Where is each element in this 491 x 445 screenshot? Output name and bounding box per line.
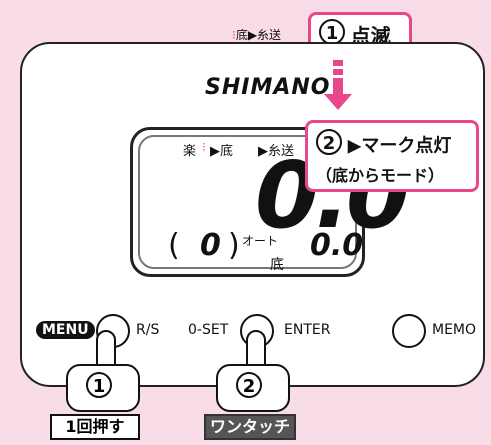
- down-arrow-icon: [324, 60, 352, 110]
- lcd-paren-open: (: [168, 228, 180, 263]
- enter-label: ENTER: [284, 322, 331, 338]
- lcd-bottom-label: 底: [270, 257, 284, 273]
- step-number-badge: 2: [316, 129, 342, 155]
- callout-mark-on-line1: ▶マーク点灯: [347, 135, 452, 157]
- brand-logo: SHIMANO: [205, 75, 331, 100]
- blink-mark-icon: ⁝: [202, 140, 206, 154]
- callout-mark-on-line2: （底からモード）: [316, 165, 445, 185]
- lcd-sub-value: 0.0: [310, 228, 364, 263]
- lcd-auto-label: オート: [242, 234, 279, 248]
- blink-mark-icon: ⁝: [232, 28, 236, 42]
- memo-label: MEMO: [432, 322, 477, 338]
- rs-label: R/S: [136, 322, 160, 338]
- lcd-inner-frame: [138, 135, 357, 269]
- step1-label: 1回押す: [50, 414, 140, 440]
- top-indicator: ⁝底▶糸送: [232, 26, 281, 43]
- lcd-paren-close: ): [228, 228, 240, 263]
- memo-button[interactable]: [392, 314, 426, 348]
- step2-number: 2: [236, 372, 262, 398]
- zero-set-label: 0-SET: [188, 322, 229, 338]
- step1-number: 1: [86, 372, 112, 398]
- top-indicator-label: 底▶糸送: [235, 28, 282, 42]
- lcd-mode-soko: ▶底: [210, 144, 233, 159]
- callout-mark-on: 2 ▶マーク点灯 （底からモード）: [305, 120, 479, 192]
- lcd-mode-raku: 楽: [183, 144, 197, 159]
- lcd-display: [130, 127, 365, 277]
- lcd-paren-value: 0: [200, 228, 221, 263]
- menu-label: MENU: [36, 321, 95, 339]
- step2-label: ワンタッチ: [204, 414, 296, 440]
- lcd-mode-itookuri: ▶糸送: [258, 144, 294, 159]
